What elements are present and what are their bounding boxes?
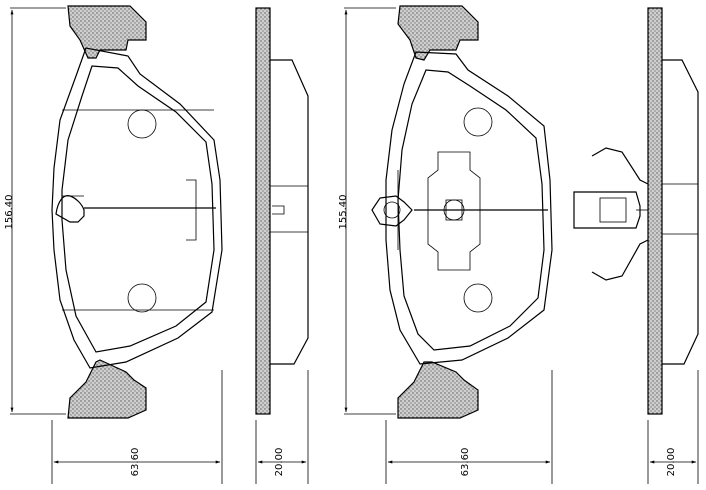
left-thickness-label: 20.00 — [274, 448, 285, 477]
dimensions: 156.40 155.40 63.60 20.00 63.60 20.00 — [4, 7, 699, 484]
right-pad-upper-hole — [463, 107, 493, 137]
left-pad-lower-hole — [127, 283, 157, 313]
left-pad-friction-material — [61, 65, 215, 353]
left-pad-side-friction — [270, 59, 309, 365]
right-pad-front-view — [371, 5, 553, 419]
right-pad-top-ear — [397, 5, 479, 61]
left-width-label: 63.60 — [130, 448, 141, 477]
right-pad-center-plate — [427, 151, 481, 271]
right-width-label: 63.60 — [460, 448, 471, 477]
right-pad-backing-plate — [385, 51, 553, 365]
left-pad-front-view — [51, 5, 223, 419]
left-pad-side-backing — [255, 7, 271, 415]
left-pad-upper-hole — [127, 109, 157, 139]
left-pad-bottom-ear — [67, 359, 147, 419]
left-pad-center-notch — [55, 195, 85, 223]
right-pad-spring-clip — [591, 147, 649, 281]
left-pad-top-ear — [67, 5, 147, 59]
left-pad-side-view — [255, 7, 309, 415]
right-pad-side-friction — [662, 59, 699, 365]
left-height-label: 156.40 — [4, 195, 15, 230]
left-pad-backing-plate — [51, 47, 223, 369]
right-thickness-label: 20.00 — [666, 448, 677, 477]
right-pad-friction-material — [397, 69, 545, 351]
right-pad-side-backing — [647, 7, 663, 415]
right-pad-bottom-ear — [397, 361, 479, 419]
right-height-label: 155.40 — [338, 195, 349, 230]
right-pad-side-view — [573, 7, 699, 415]
right-pad-sensor-clip — [371, 195, 413, 227]
right-pad-lower-hole — [463, 283, 493, 313]
